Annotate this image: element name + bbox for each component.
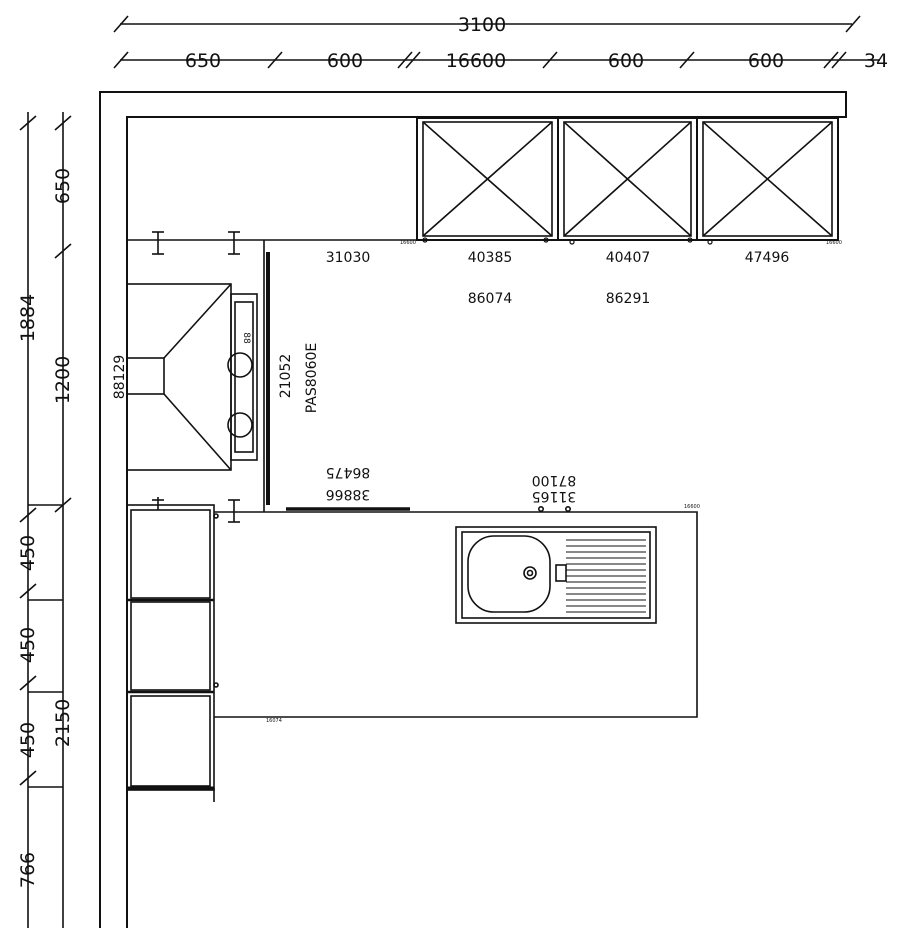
left-step-dimension <box>19 504 63 788</box>
code-hood-side: 88129 <box>112 355 128 400</box>
dim-seg-3: 16600 <box>446 50 506 72</box>
dim-left-inner-3: 450 <box>17 535 39 571</box>
dim-overall: 3100 <box>458 14 506 36</box>
wall-cabinet-2 <box>557 117 698 241</box>
code-hob-mark: 88 <box>241 332 251 344</box>
dim-left-inner-5: 450 <box>17 722 39 758</box>
base-cabinet-column <box>126 497 240 802</box>
dim-left-inner-2: 1200 <box>52 356 74 404</box>
dim-left-inner-6: 766 <box>17 852 39 888</box>
code-counter-a-2: 38866 <box>326 486 371 502</box>
dim-seg-5: 600 <box>748 50 784 72</box>
dim-seg-6: 34 <box>864 50 888 72</box>
dimension-labels: 3100 650 600 16600 600 600 34 1884 2150 … <box>17 14 888 888</box>
wall-cabinet-1 <box>416 117 559 241</box>
mark-right-end: 16600 <box>684 504 700 510</box>
left-outer-dimension <box>19 112 37 928</box>
wall-outline <box>99 91 847 928</box>
cabinet-code-labels: 31030 40385 40407 47496 86074 86291 8812… <box>112 250 789 504</box>
dim-left-inner-1: 650 <box>52 168 74 204</box>
hob <box>227 293 258 461</box>
dim-seg-2: 600 <box>327 50 363 72</box>
code-counter-b-1: 87100 <box>532 472 577 488</box>
dim-seg-1: 650 <box>185 50 221 72</box>
tiny-marks: 16600 16600 16600 16074 <box>266 240 842 724</box>
dim-seg-4: 600 <box>608 50 644 72</box>
mark-top-left: 16600 <box>400 240 416 246</box>
dim-left-inner-4: 450 <box>17 627 39 663</box>
dim-left-outer-1: 1884 <box>17 294 39 342</box>
left-inner-dimension <box>54 112 72 928</box>
code-panel: 21052 <box>278 354 294 399</box>
code-hob-model: PAS8060E <box>304 343 320 414</box>
wall-cabinet-3 <box>696 117 839 241</box>
sink-unit <box>455 526 657 624</box>
island-counter <box>213 505 698 718</box>
code-counter-b-2: 31165 <box>532 488 577 504</box>
code-wall-2: 40407 <box>606 250 651 266</box>
code-wall-1: 40385 <box>468 250 513 266</box>
cooker-hood <box>126 283 232 471</box>
mark-top-right: 16600 <box>826 240 842 246</box>
top-segment-dimension <box>113 51 880 69</box>
code-base-2: 86291 <box>606 291 651 307</box>
wall-cabinet-handles <box>422 237 713 245</box>
dim-left-outer-2: 2150 <box>52 699 74 747</box>
top-overall-dimension <box>113 15 861 33</box>
code-wall-corner: 31030 <box>326 250 371 266</box>
left-upper-counter <box>127 231 417 512</box>
code-counter-a-1: 86475 <box>326 464 371 480</box>
code-wall-3: 47496 <box>745 250 790 266</box>
code-base-1: 86074 <box>468 291 513 307</box>
mark-bottom: 16074 <box>266 718 282 724</box>
